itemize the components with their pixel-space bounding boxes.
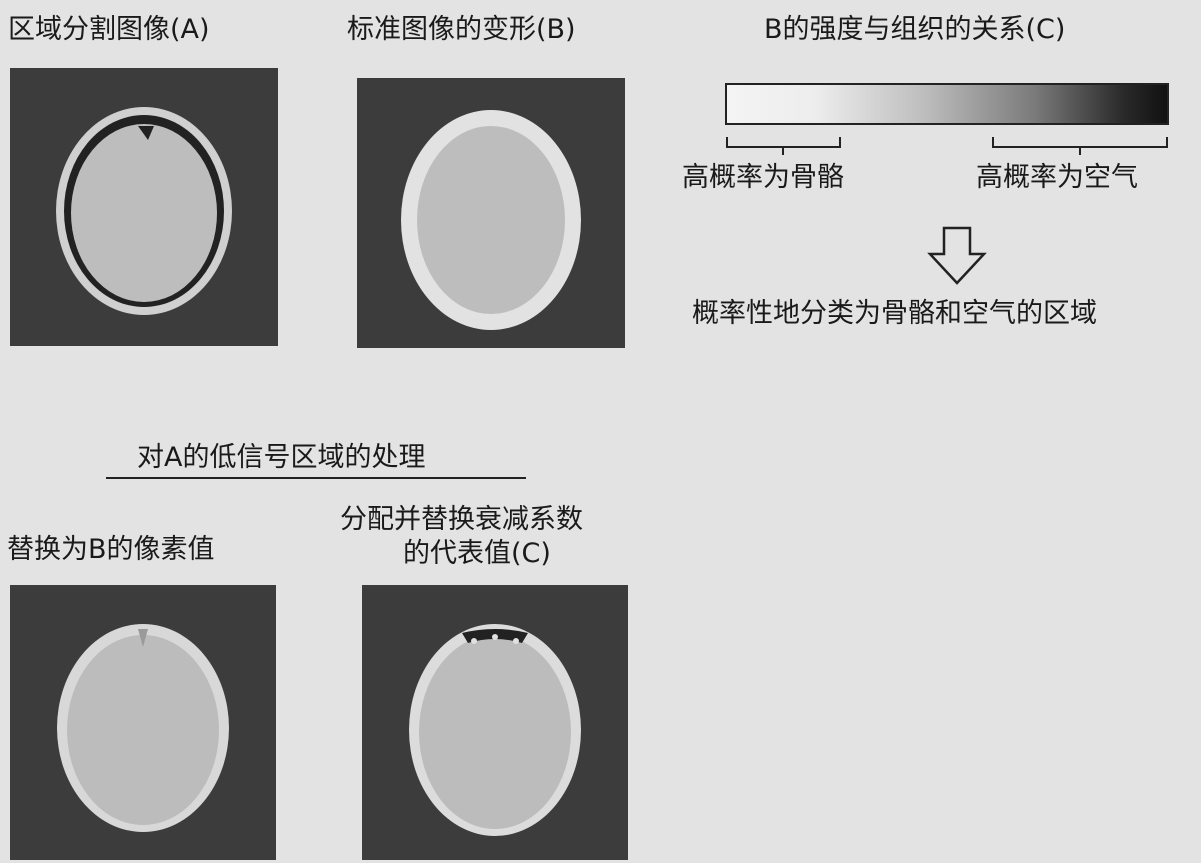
replaced-pixel-image: [10, 585, 276, 860]
high-prob-bone-label: 高概率为骨骼: [682, 162, 844, 193]
process-title-underline: [106, 477, 526, 479]
intensity-gradient-bar: [725, 83, 1169, 125]
down-arrow-icon: [927, 226, 987, 285]
classification-label: 概率性地分类为骨骼和空气的区域: [692, 298, 1097, 329]
representative-value-image: [362, 585, 628, 860]
panel-a-title: 区域分割图像(A): [8, 14, 210, 45]
replace-label: 替换为B的像素值: [7, 534, 215, 565]
air-bracket: [992, 137, 1168, 155]
relation-title: B的强度与组织的关系(C): [764, 14, 1066, 45]
bone-bracket: [726, 137, 841, 155]
deformed-standard-image: [357, 78, 625, 348]
high-prob-air-label: 高概率为空气: [976, 162, 1138, 193]
panel-b-title: 标准图像的变形(B): [347, 14, 576, 45]
assign-label-line2: 的代表值(C): [403, 538, 551, 569]
process-title: 对A的低信号区域的处理: [137, 442, 426, 473]
segmentation-image: [10, 68, 278, 346]
assign-label-line1: 分配并替换衰减系数: [340, 504, 583, 535]
